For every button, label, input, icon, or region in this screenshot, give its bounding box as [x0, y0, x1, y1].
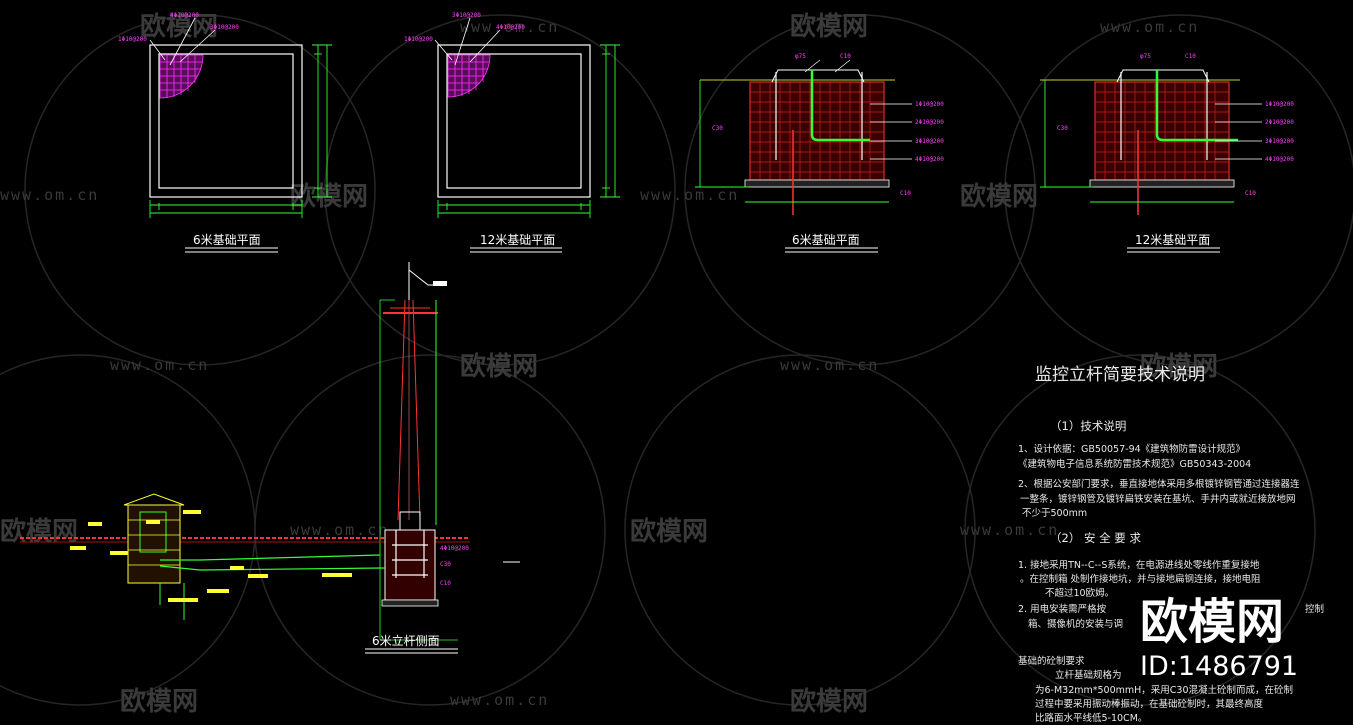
- rebar-label: 4Φ10@200: [496, 24, 525, 31]
- watermark-url: www.om.cn: [460, 18, 559, 36]
- concrete-label: C10: [840, 53, 851, 60]
- notes-line: 过程中要采用振动棒振动，在基础砼制时，其最终高度: [1035, 698, 1264, 710]
- concrete-label: C30: [440, 561, 451, 568]
- notes-section-1: （1）技术说明: [1050, 419, 1126, 433]
- rebar-label: 3Φ10@200: [210, 24, 239, 31]
- cushion-label: C10: [900, 190, 911, 197]
- rebar-label: 3Φ10@200: [915, 138, 944, 145]
- rebar-label: 4Φ10@200: [170, 12, 199, 19]
- notes-line: 为6-M32mm*500mmH，采用C30混凝土砼制而成，在砼制: [1035, 684, 1293, 696]
- notes-title: 监控立杆简要技术说明: [1035, 365, 1205, 385]
- notes-line: 。在控制箱 处制作接地坑，并与接地扁钢连接，接地电阻: [1020, 573, 1261, 585]
- rebar-label: 4Φ10@200: [1265, 156, 1294, 163]
- rebar-label: 1Φ10@200: [118, 36, 147, 43]
- concrete-label: C30: [712, 125, 723, 132]
- plan-6m-title: 6米基础平面: [193, 233, 261, 247]
- rebar-label: 3Φ10@200: [1265, 138, 1294, 145]
- concrete-label: C30: [1057, 125, 1068, 132]
- stamp-brand: 欧模网: [1140, 594, 1284, 650]
- notes-line: 《建筑物电子信息系统防雷技术规范》GB50343-2004: [1018, 458, 1251, 470]
- pipe-label: φ75: [795, 53, 806, 60]
- notes-line: 2. 用电安装需严格按: [1018, 603, 1107, 615]
- notes-line: 比路面水平线低5-10CM。: [1035, 712, 1147, 724]
- watermark-brand: 欧模网: [630, 516, 708, 547]
- rebar-label: 1Φ10@200: [1265, 101, 1294, 108]
- section-12m: φ75 C10 C30 1Φ10@200 2Φ10@200 3Φ10@200 4…: [1040, 53, 1294, 253]
- notes-section-2: （2） 安 全 要 求: [1050, 531, 1141, 545]
- watermark-url: www.om.cn: [290, 521, 389, 539]
- watermark-url: www.om.cn: [640, 186, 739, 204]
- notes-line: 1、设计依据：GB50057-94《建筑物防雷设计规范》: [1018, 443, 1245, 455]
- notes-line: 箱、摄像机的安装与调: [1028, 618, 1123, 630]
- watermark-url: www.om.cn: [450, 691, 549, 709]
- watermarks: 欧模网 欧模网 www.om.cn www.om.cn 欧模网 欧模网 www.…: [0, 11, 1218, 717]
- notes-line: 控制: [1305, 603, 1324, 615]
- rebar-label: 2Φ10@200: [1265, 119, 1294, 126]
- concrete-label: C10: [1185, 53, 1196, 60]
- plan-12m: 3Φ10@200 4Φ10@200 1Φ10@200 12米基础平面: [404, 12, 620, 253]
- notes-section-3: 基础的砼制要求: [1018, 655, 1085, 667]
- rebar-label: 1Φ10@200: [404, 36, 433, 43]
- tech-notes: 监控立杆简要技术说明 （1）技术说明 1、设计依据：GB50057-94《建筑物…: [1018, 365, 1324, 724]
- rebar-label: 1Φ10@200: [915, 101, 944, 108]
- watermark-url: www.om.cn: [0, 186, 99, 204]
- section-6m-title: 6米基础平面: [792, 233, 860, 247]
- plan-12m-title: 12米基础平面: [480, 233, 555, 247]
- watermark-brand: 欧模网: [460, 351, 538, 382]
- watermark-circles: [0, 14, 1353, 706]
- watermark-brand: 欧模网: [290, 181, 368, 212]
- side-view-title: 6米立杆侧面: [372, 633, 440, 648]
- corner-stamp: 欧模网 ID:1486791: [1140, 594, 1298, 682]
- notes-line: 不超过10欧姆。: [1045, 587, 1114, 599]
- rebar-label: 2Φ10@200: [915, 119, 944, 126]
- watermark-brand: 欧模网: [790, 11, 868, 42]
- rebar-label: 4Φ10@200: [440, 545, 469, 552]
- watermark-url: www.om.cn: [110, 356, 209, 374]
- notes-line: 立杆基础规格为: [1055, 669, 1122, 681]
- watermark-brand: 欧模网: [120, 686, 198, 717]
- rebar-label: 3Φ10@200: [452, 12, 481, 19]
- stamp-id: ID:1486791: [1140, 651, 1298, 682]
- watermark-url: www.om.cn: [780, 356, 879, 374]
- watermark-brand: 欧模网: [790, 686, 868, 717]
- watermark-brand: 欧模网: [960, 181, 1038, 212]
- plan-6m: 4Φ10@200 3Φ10@200 1Φ10@200 6米基础平面: [118, 12, 332, 253]
- cushion-label: C10: [1245, 190, 1256, 197]
- pole-side-view: 4Φ10@200 C30 C10 6米立杆侧面: [20, 262, 520, 654]
- notes-line: 1. 接地采用TN--C--S系统，在电源进线处零线作重复接地: [1018, 559, 1260, 571]
- section-12m-title: 12米基础平面: [1135, 233, 1210, 247]
- rebar-label: 4Φ10@200: [915, 156, 944, 163]
- notes-line: 一整条，镀锌钢管及镀锌扁铁安装在基坑、手井内或就近接放地网: [1020, 493, 1296, 505]
- cushion-label: C10: [440, 580, 451, 587]
- notes-line: 2、根据公安部门要求，垂直接地体采用多根镀锌钢管通过连接器连: [1018, 478, 1300, 490]
- watermark-brand: 欧模网: [1140, 351, 1218, 382]
- watermark-url: www.om.cn: [960, 521, 1059, 539]
- watermark-url: www.om.cn: [1100, 18, 1199, 36]
- pipe-label: φ75: [1140, 53, 1151, 60]
- notes-line: 不少于500mm: [1022, 508, 1087, 519]
- section-6m: φ75 C10 C30 1Φ10@200 2Φ10@200 3Φ10@200 4…: [695, 53, 944, 253]
- watermark-brand: 欧模网: [140, 11, 218, 42]
